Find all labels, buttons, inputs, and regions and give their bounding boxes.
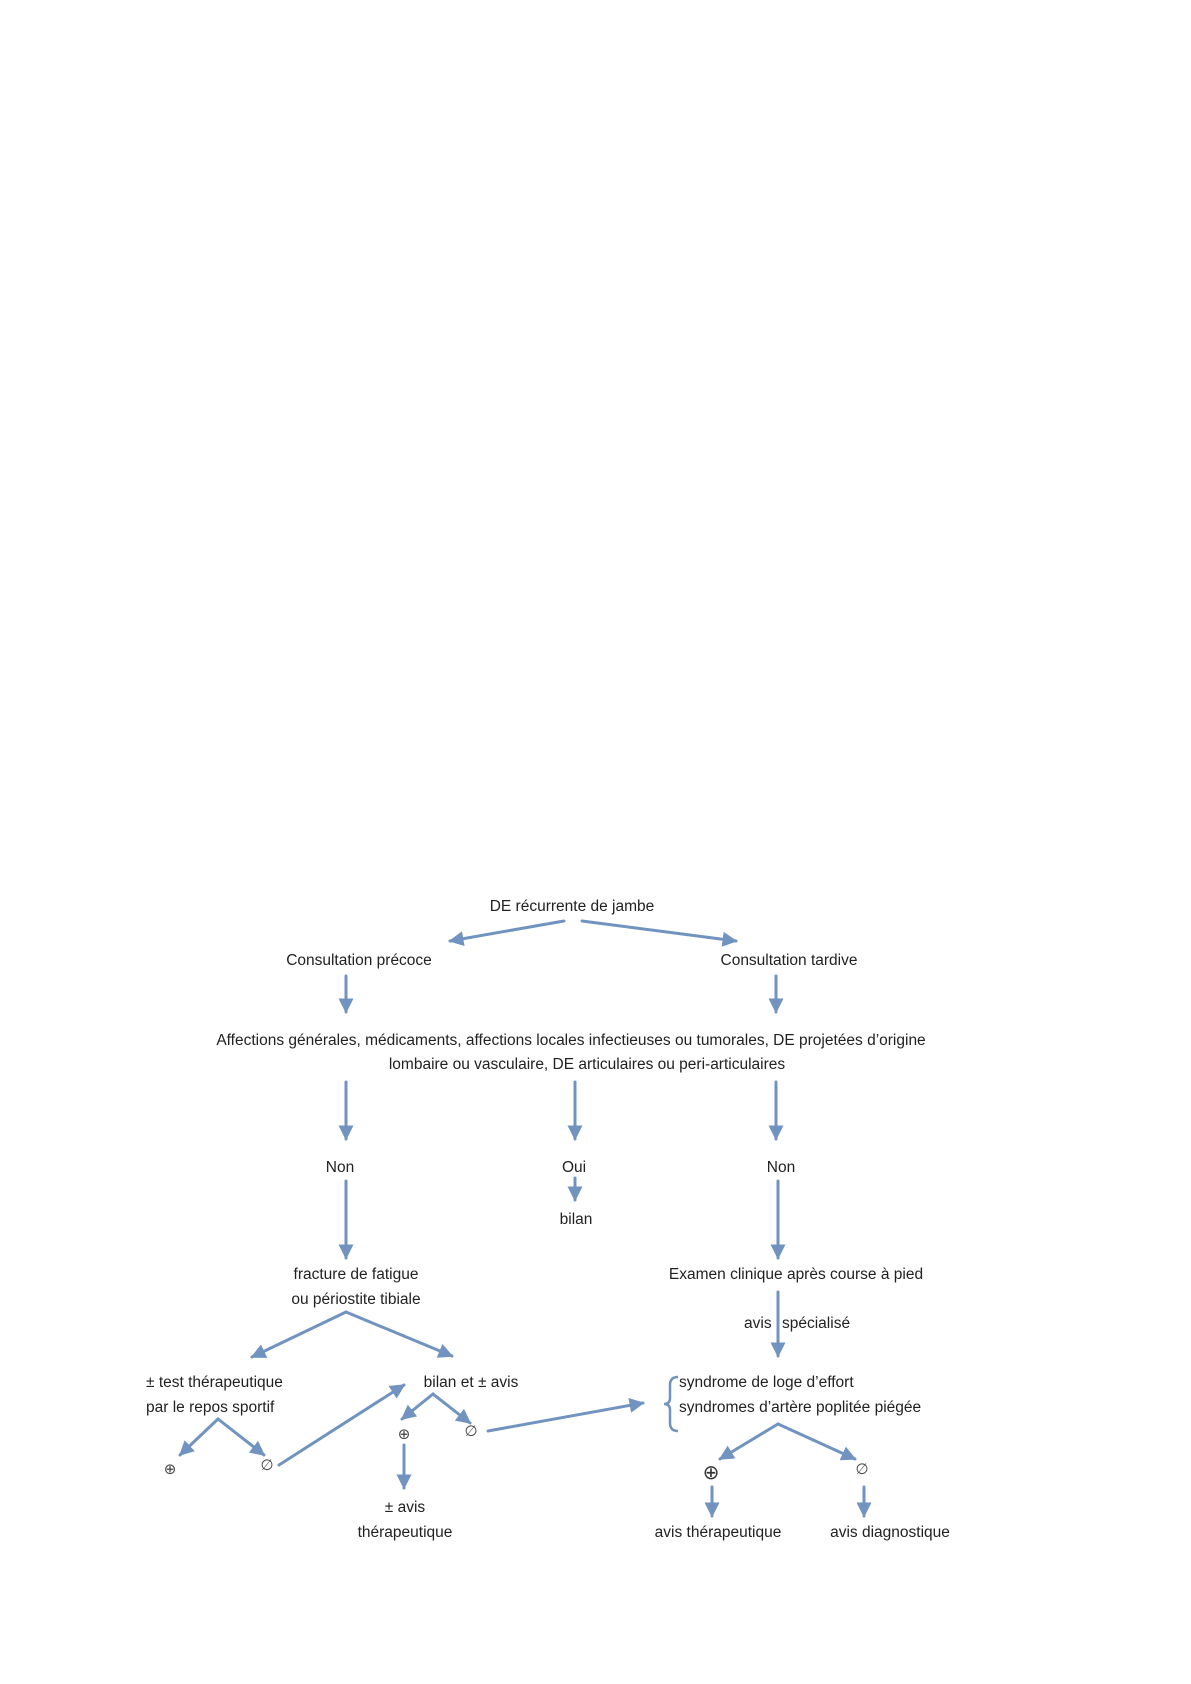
node-fracture-line1: fracture de fatigue xyxy=(293,1266,419,1283)
node-no-right: Non xyxy=(766,1159,796,1176)
node-avis-therapeutique: avis thérapeutique xyxy=(654,1524,782,1541)
arrow-root-to-early xyxy=(448,919,566,947)
syndromes-bracket xyxy=(663,1375,679,1433)
node-bilan: bilan xyxy=(559,1211,593,1228)
plus-syndromes-symbol: ⊕ xyxy=(702,1462,720,1484)
arrow-test-to-null xyxy=(216,1417,266,1457)
arrow-bilan-to-null xyxy=(431,1392,472,1425)
arrow-syndromes-to-null xyxy=(776,1422,857,1461)
node-test-line2: par le repos sportif xyxy=(146,1399,275,1416)
null-syndromes-symbol: ∅ xyxy=(855,1461,869,1478)
node-syndrome-line2: syndromes d’artère poplitée piégée xyxy=(679,1399,922,1416)
arrow-bilan-to-plus xyxy=(400,1392,435,1421)
arrow-null-bilan-to-syndromes xyxy=(486,1398,645,1433)
arrow-root-to-late xyxy=(580,919,738,947)
label-avis: avis xyxy=(744,1315,772,1332)
node-no-left: Non xyxy=(325,1159,355,1176)
null-test-symbol: ∅ xyxy=(260,1457,274,1474)
node-yes: Oui xyxy=(561,1159,587,1176)
plus-bilan-symbol: ⊕ xyxy=(397,1426,411,1443)
node-avis-line2: thérapeutique xyxy=(357,1524,453,1541)
label-specialise: spécialisé xyxy=(782,1315,851,1332)
arrow-fracture-to-test xyxy=(250,1310,348,1359)
node-bilan-avis: bilan et ± avis xyxy=(423,1374,519,1391)
node-avis-line1: ± avis xyxy=(384,1499,426,1516)
node-avis-diagnostique: avis diagnostique xyxy=(830,1524,950,1541)
node-fracture-line2: ou périostite tibiale xyxy=(291,1291,421,1308)
arrow-test-to-plus xyxy=(178,1417,220,1457)
plus-test-symbol: ⊕ xyxy=(163,1461,177,1478)
node-clinical-exam: Examen clinique après course à pied xyxy=(668,1266,924,1283)
node-early-consultation: Consultation précoce xyxy=(286,952,432,969)
node-exclusion-line1: Affections générales, médicaments, affec… xyxy=(216,1032,926,1049)
node-syndrome-line1: syndrome de loge d’effort xyxy=(679,1374,854,1391)
node-root: DE récurrente de jambe xyxy=(489,898,655,915)
null-bilan-symbol: ∅ xyxy=(464,1423,478,1440)
arrow-syndromes-to-plus xyxy=(718,1422,780,1461)
node-late-consultation: Consultation tardive xyxy=(720,952,858,969)
arrow-null-test-to-bilan xyxy=(277,1383,406,1467)
arrow-fracture-to-bilan xyxy=(344,1310,454,1358)
node-test-line1: ± test thérapeutique xyxy=(146,1374,283,1391)
node-exclusion-line2: lombaire ou vasculaire, DE articulaires … xyxy=(388,1056,786,1073)
